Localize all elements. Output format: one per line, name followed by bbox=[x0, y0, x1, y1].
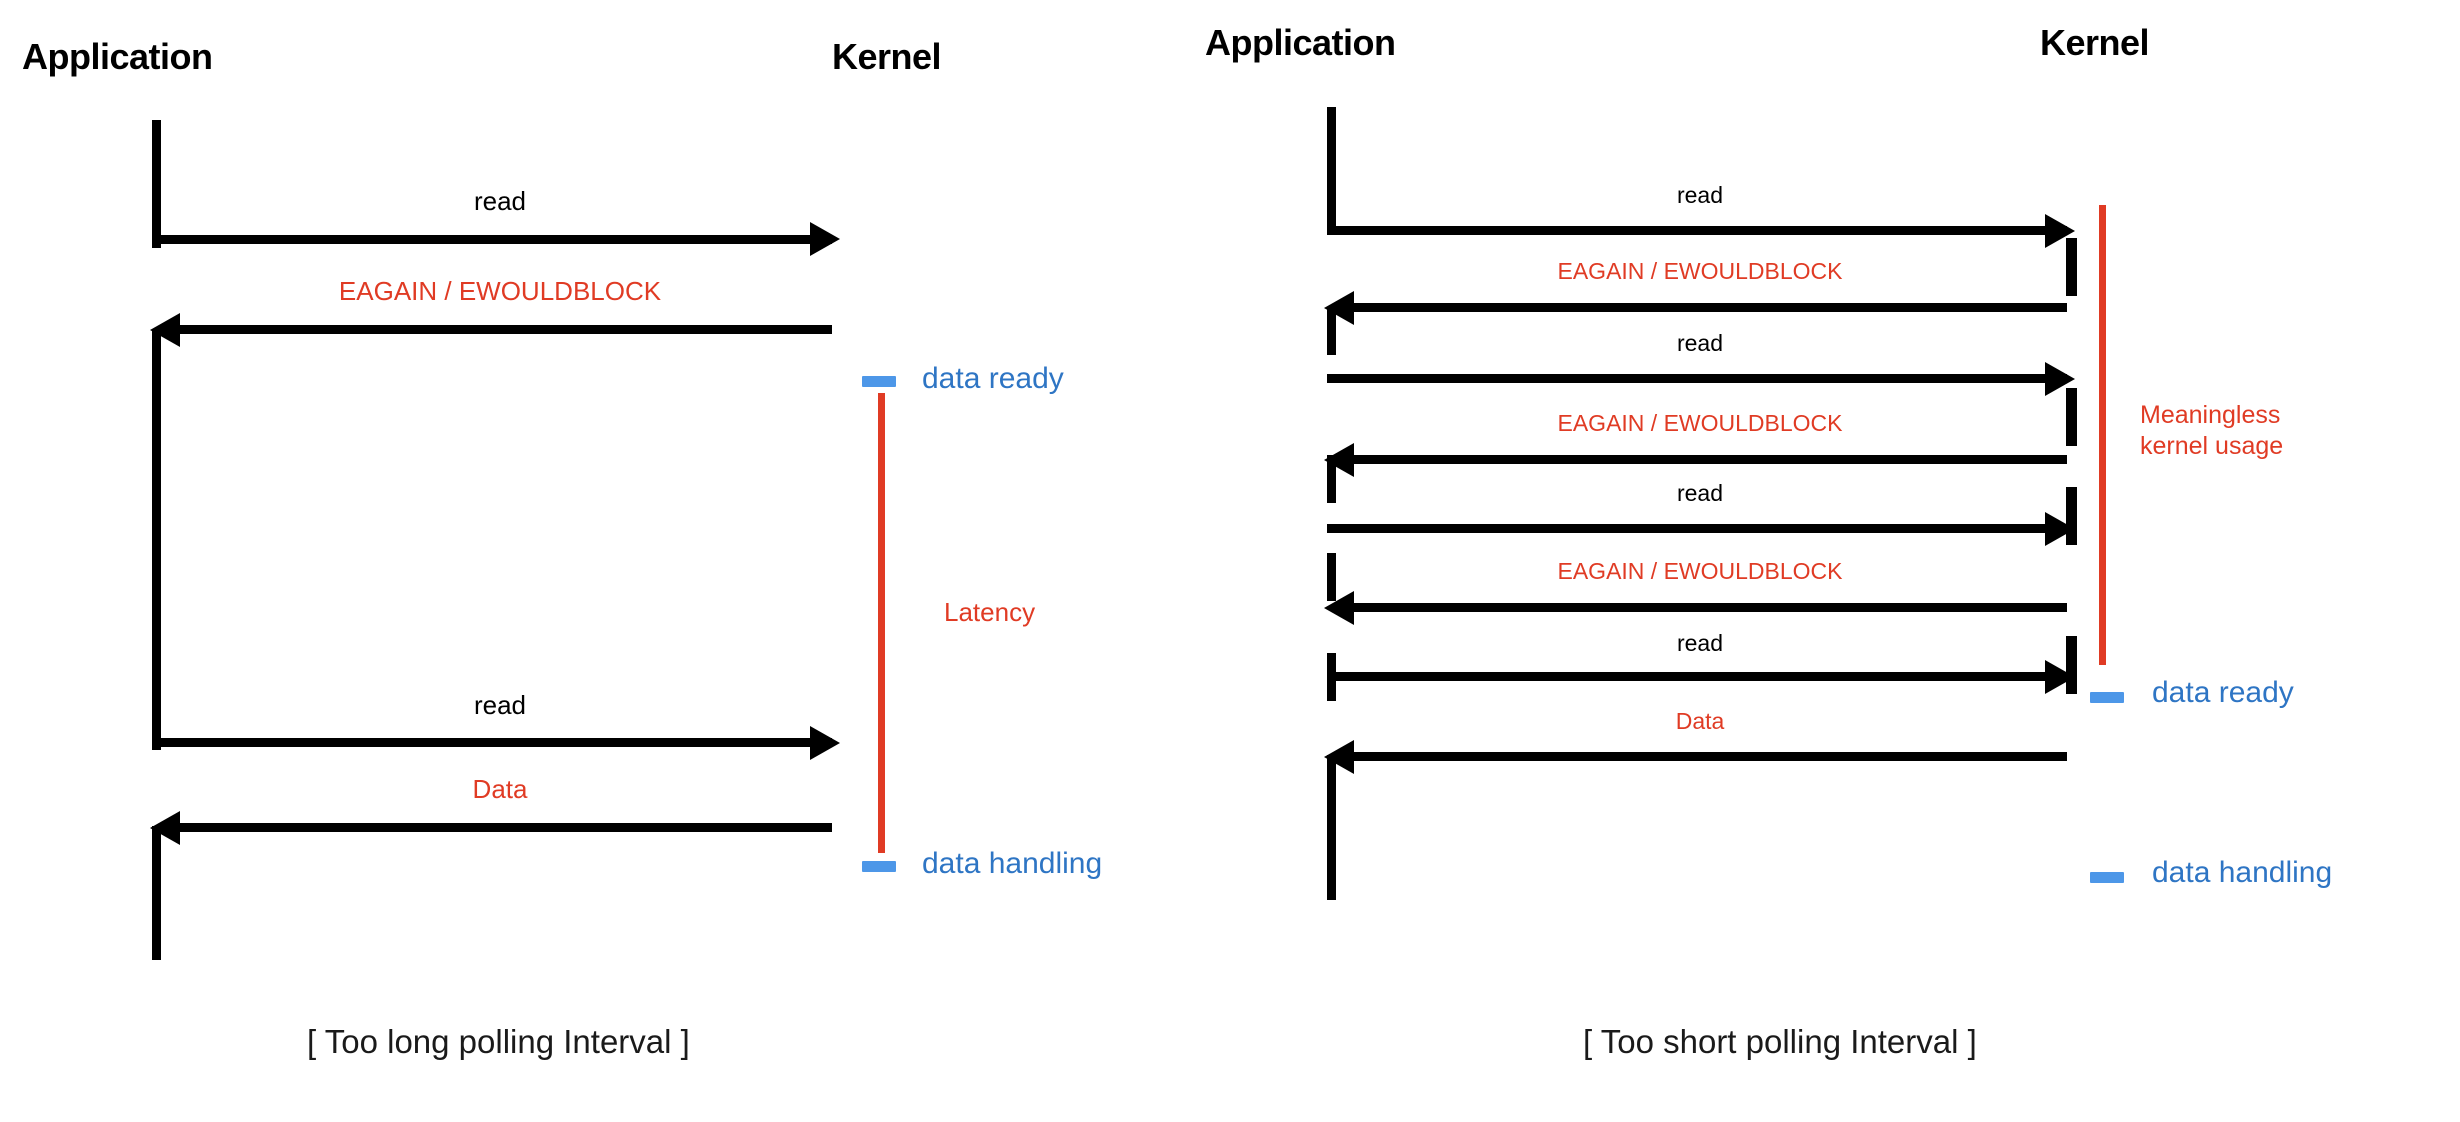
right-arrowhead-left-eagain-2 bbox=[1324, 443, 1354, 477]
right-diagram-caption: [ Too short polling Interval ] bbox=[1583, 1023, 1977, 1060]
right-meaningless-kernel-usage-label: Meaningless kernel usage bbox=[2140, 400, 2283, 461]
right-arrowhead-left-data bbox=[1324, 740, 1354, 774]
right-data-handling-label: data handling bbox=[2152, 856, 2333, 889]
right-arrowhead-right-read-1 bbox=[2045, 214, 2075, 248]
left-application-lane-title: Application bbox=[22, 36, 213, 77]
right-message-label-read-4: read bbox=[1676, 630, 1724, 656]
right-message-label-read-1: read bbox=[1676, 182, 1724, 208]
left-data-ready-label: data ready bbox=[922, 362, 1064, 395]
right-arrowhead-left-eagain-1 bbox=[1324, 291, 1354, 325]
right-kernel-lane-title: Kernel bbox=[2040, 22, 2150, 63]
right-arrowhead-right-read-3 bbox=[2045, 512, 2075, 546]
right-arrowhead-left-eagain-3 bbox=[1324, 591, 1354, 625]
left-kernel-lane-title: Kernel bbox=[832, 36, 942, 77]
right-message-line-read-2 bbox=[1327, 374, 2067, 383]
right-application-lifeline-segment-3 bbox=[1327, 455, 1336, 503]
right-meaningless-kernel-usage-bar bbox=[2099, 205, 2106, 665]
left-message-label-read-2: read bbox=[473, 690, 527, 720]
right-data-handling-dash-icon bbox=[2090, 872, 2124, 883]
right-application-lifeline-segment-2 bbox=[1327, 307, 1336, 355]
right-message-label-data: Data bbox=[1675, 708, 1725, 734]
left-application-lifeline-segment-1 bbox=[152, 120, 161, 248]
right-data-ready-dash-icon bbox=[2090, 692, 2124, 703]
left-arrowhead-right-read-1 bbox=[810, 222, 840, 256]
right-arrowhead-right-read-4 bbox=[2045, 660, 2075, 694]
left-application-lifeline-segment-2 bbox=[152, 330, 161, 750]
right-application-lifeline-segment-4 bbox=[1327, 553, 1336, 601]
left-data-handling-dash-icon bbox=[862, 861, 896, 872]
right-message-line-data bbox=[1350, 752, 2067, 761]
left-diagram-caption: [ Too long polling Interval ] bbox=[307, 1023, 690, 1060]
left-application-lifeline-segment-3 bbox=[152, 826, 161, 960]
right-kernel-activation-bar-1 bbox=[2066, 238, 2077, 296]
right-message-line-eagain-1 bbox=[1350, 303, 2067, 312]
right-message-label-eagain-1: EAGAIN / EWOULDBLOCK bbox=[1557, 258, 1843, 284]
right-message-line-read-4 bbox=[1327, 672, 2067, 681]
right-kernel-activation-bar-2 bbox=[2066, 388, 2077, 446]
right-message-label-eagain-2: EAGAIN / EWOULDBLOCK bbox=[1557, 410, 1843, 436]
left-latency-bar bbox=[878, 393, 885, 853]
left-arrowhead-right-read-2 bbox=[810, 726, 840, 760]
right-application-lane-title: Application bbox=[1205, 22, 1396, 63]
right-application-lifeline-segment-1 bbox=[1327, 107, 1336, 229]
right-message-label-read-3: read bbox=[1676, 480, 1724, 506]
left-message-label-eagain-1: EAGAIN / EWOULDBLOCK bbox=[338, 276, 662, 306]
left-message-line-read-2 bbox=[152, 738, 832, 747]
left-message-line-read-1 bbox=[152, 235, 832, 244]
right-application-lifeline-segment-6 bbox=[1327, 755, 1336, 900]
right-data-ready-label: data ready bbox=[2152, 676, 2294, 709]
right-message-line-eagain-3 bbox=[1350, 603, 2067, 612]
left-message-line-data bbox=[176, 823, 832, 832]
right-message-line-read-3 bbox=[1327, 524, 2067, 533]
left-arrowhead-left-data bbox=[150, 811, 180, 845]
left-arrowhead-left-eagain-1 bbox=[150, 313, 180, 347]
left-data-ready-dash-icon bbox=[862, 376, 896, 387]
right-message-label-eagain-3: EAGAIN / EWOULDBLOCK bbox=[1557, 558, 1843, 584]
left-message-label-read-1: read bbox=[473, 186, 527, 216]
meaningless-line-2: kernel usage bbox=[2140, 431, 2284, 460]
left-message-line-eagain-1 bbox=[176, 325, 832, 334]
left-latency-label: Latency bbox=[944, 597, 1036, 627]
meaningless-line-1: Meaningless bbox=[2140, 401, 2281, 429]
right-message-line-read-1 bbox=[1327, 226, 2067, 235]
left-message-label-data: Data bbox=[472, 774, 528, 804]
right-message-line-eagain-2 bbox=[1350, 455, 2067, 464]
left-data-handling-label: data handling bbox=[922, 847, 1103, 880]
right-arrowhead-right-read-2 bbox=[2045, 362, 2075, 396]
right-message-label-read-2: read bbox=[1676, 330, 1724, 356]
